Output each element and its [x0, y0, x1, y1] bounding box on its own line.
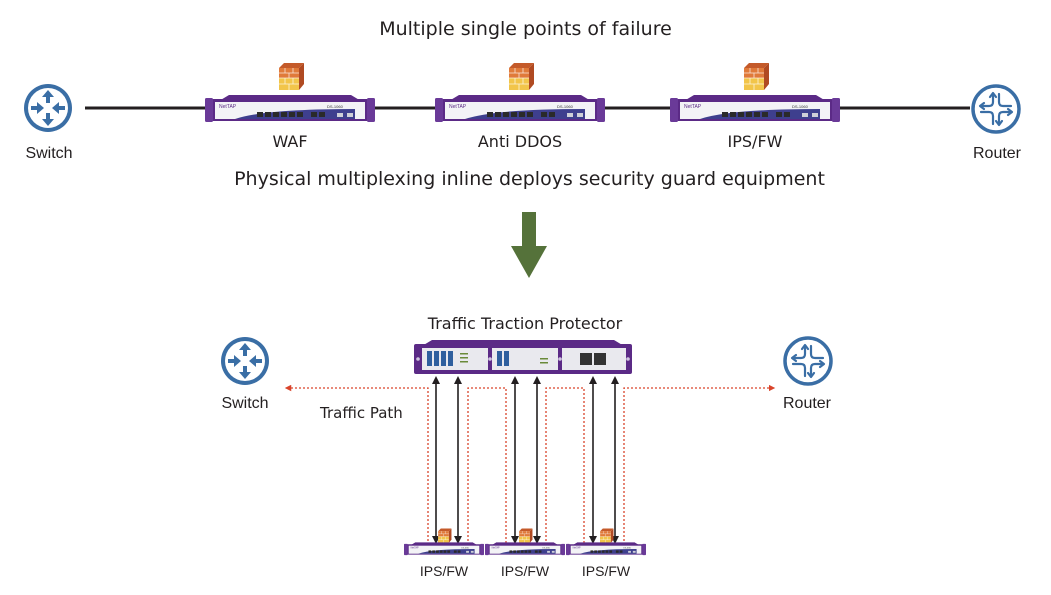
protector-title: Traffic Traction Protector: [427, 314, 623, 333]
traffic-path-left: [284, 384, 429, 545]
appliance-icon: [404, 542, 484, 556]
bottom-router-label: Router: [782, 395, 832, 412]
device-label: Anti DDOS: [477, 132, 563, 151]
bottom-device-2[interactable]: IPS/FW: [485, 528, 565, 584]
traffic-path-segment-2: [545, 387, 585, 545]
bottom-switch-label: Switch: [221, 395, 269, 412]
top-device-anti-ddos[interactable]: Anti DDOS: [435, 62, 605, 162]
top-router-label: Router: [972, 145, 1022, 162]
top-title: Multiple single points of failure: [379, 18, 672, 40]
appliance-icon: [566, 542, 646, 556]
traffic-path-label: Traffic Path: [320, 404, 403, 422]
device-label: IPS/FW: [419, 563, 469, 579]
top-switch-label: Switch: [25, 145, 73, 162]
traffic-path: [284, 384, 776, 545]
device-label: IPS/FW: [727, 132, 783, 151]
traffic-path-right: [623, 384, 776, 545]
bidirectional-links: [432, 376, 619, 544]
device-label: IPS/FW: [581, 563, 631, 579]
device-label: WAF: [272, 132, 308, 151]
traffic-path-segment-1: [467, 387, 507, 545]
top-device-ips-fw[interactable]: IPS/FW: [670, 62, 840, 162]
top-subtitle: Physical multiplexing inline deploys sec…: [234, 168, 825, 190]
bottom-device-3[interactable]: IPS/FW: [566, 528, 646, 584]
arrow-down-icon: [511, 212, 547, 278]
top-device-waf[interactable]: WAF: [205, 62, 375, 162]
bottom-device-1[interactable]: IPS/FW: [404, 528, 484, 584]
device-label: IPS/FW: [500, 563, 550, 579]
appliance-icon: [485, 542, 565, 556]
